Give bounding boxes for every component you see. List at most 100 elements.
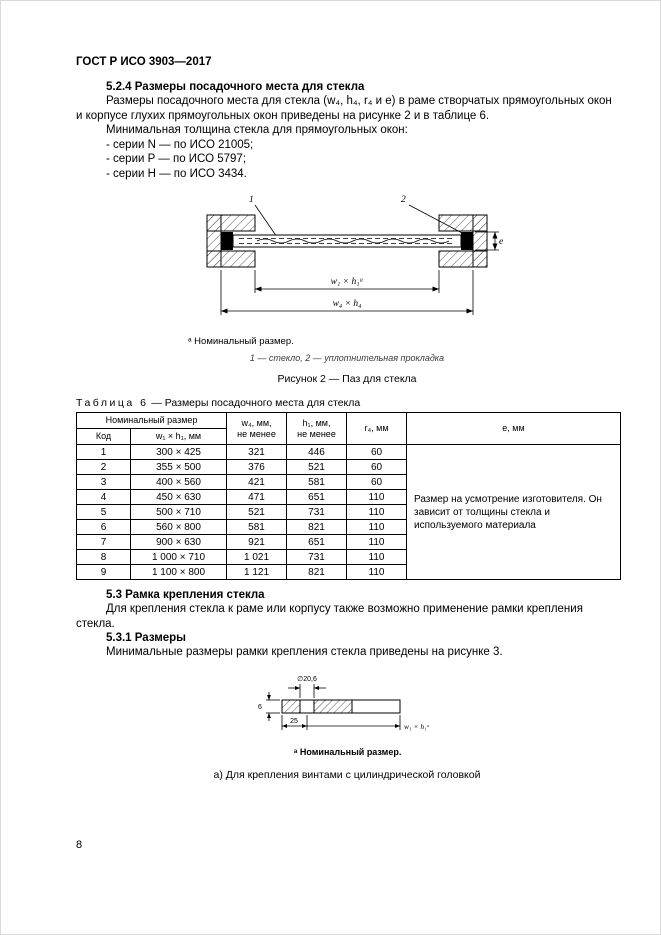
- cell-r4: 60: [346, 444, 407, 460]
- cell-w1h1: 1 000 × 710: [130, 549, 227, 565]
- fig3-dim-w1h1: w₁ × h₁ᵃ: [307, 714, 430, 731]
- fig3-dim-thickness: 6: [258, 691, 280, 721]
- svg-text:w₁ × h₁ᵃ: w₁ × h₁ᵃ: [331, 277, 364, 287]
- th-w1h1: w₁ × h₁, мм: [130, 428, 227, 445]
- cell-w4: 1 021: [226, 549, 287, 565]
- section-5-2-4-title: 5.2.4 Размеры посадочного места для стек…: [106, 81, 365, 93]
- cell-r4: 110: [346, 504, 407, 520]
- section-5-3-title: 5.3 Рамка крепления стекла: [106, 589, 265, 601]
- cell-h1: 821: [286, 564, 347, 580]
- th-nominal-size: Номинальный размер: [76, 412, 227, 429]
- svg-text:6: 6: [258, 704, 262, 711]
- cell-w4: 421: [226, 474, 287, 490]
- cell-kod: 9: [76, 564, 131, 580]
- cell-kod: 3: [76, 474, 131, 490]
- doc-header: ГОСТ Р ИСО 3903—2017: [76, 56, 212, 68]
- paragraph-frame-fixing: Для крепления стекла к раме или корпусу …: [76, 603, 583, 630]
- svg-text:25: 25: [290, 718, 298, 725]
- figure-2-caption: Рисунок 2 — Паз для стекла: [277, 373, 417, 385]
- cell-w1h1: 560 × 800: [130, 519, 227, 535]
- cell-w1h1: 400 × 560: [130, 474, 227, 490]
- paragraph-glass-seat: Размеры посадочного места для стекла (w₄…: [76, 95, 612, 122]
- cell-w4: 376: [226, 459, 287, 475]
- fig2-dim-w4h4: w₄ × h₄: [220, 270, 474, 315]
- page-number: 8: [76, 839, 83, 851]
- fig3-strip: [281, 699, 401, 713]
- fig2-dim-w1h1: w₁ × h₁ᵃ: [254, 270, 440, 293]
- list-item-series-h: - серии H — по ИСО 3434.: [106, 167, 247, 180]
- fig2-leader-1-line: [254, 204, 278, 238]
- th-h1: h₁, мм, не менее: [286, 412, 347, 445]
- figure-3: ∅20,6 6 25 w₁ × h₁ᵃ: [76, 670, 618, 747]
- cell-w1h1: 900 × 630: [130, 534, 227, 550]
- cell-kod: 6: [76, 519, 131, 535]
- cell-w4: 471: [226, 489, 287, 505]
- cell-w1h1: 355 × 500: [130, 459, 227, 475]
- figure-3-footnote: ᵃ Номинальный размер.: [294, 746, 402, 757]
- cell-kod: 7: [76, 534, 131, 550]
- fig2-glass: [232, 234, 462, 248]
- fig2-frame-left: [206, 214, 256, 268]
- figure-2-drawing: 1 2: [206, 195, 503, 315]
- cell-w4: 921: [226, 534, 287, 550]
- list-item-series-n: - серии N — по ИСО 21005;: [106, 138, 254, 151]
- fig2-leader-1-label: 1: [249, 195, 254, 205]
- table-caption: Таблица 6 — Размеры посадочного места дл…: [76, 397, 618, 409]
- cell-r4: 60: [346, 459, 407, 475]
- cell-r4: 110: [346, 519, 407, 535]
- cell-w1h1: 1 100 × 800: [130, 564, 227, 580]
- cell-w4: 581: [226, 519, 287, 535]
- paragraph-min-frame-sizes: Минимальные размеры рамки крепления стек…: [106, 646, 503, 658]
- cell-h1: 821: [286, 519, 347, 535]
- cell-kod: 8: [76, 549, 131, 565]
- table-6: Номинальный размер w₄, мм, не менее h₁, …: [76, 412, 621, 580]
- cell-r4: 110: [346, 564, 407, 580]
- cell-r4: 110: [346, 489, 407, 505]
- table-6-header: Номинальный размер w₄, мм, не менее h₁, …: [76, 412, 621, 445]
- cell-w4: 1 121: [226, 564, 287, 580]
- fig2-gasket-right: [461, 232, 473, 250]
- figure-2-legend: 1 — стекло, 2 — уплотнительная прокладка: [249, 353, 445, 363]
- cell-h1: 581: [286, 474, 347, 490]
- cell-kod: 2: [76, 459, 131, 475]
- fig2-dim-e: е: [475, 231, 503, 251]
- cell-w1h1: 500 × 710: [130, 504, 227, 520]
- svg-text:w₁ × h₁ᵃ: w₁ × h₁ᵃ: [404, 722, 430, 731]
- fig2-frame-right: [438, 214, 488, 268]
- cell-h1: 731: [286, 549, 347, 565]
- th-r4: r₄, мм: [346, 412, 407, 445]
- table-caption-label: Таблица 6: [76, 397, 149, 409]
- cell-h1: 446: [286, 444, 347, 460]
- list-item-series-p: - серии P — по ИСО 5797;: [106, 153, 247, 165]
- cell-h1: 651: [286, 489, 347, 505]
- cell-kod: 1: [76, 444, 131, 460]
- cell-w4: 321: [226, 444, 287, 460]
- figure-3-drawing: ∅20,6 6 25 w₁ × h₁ᵃ: [258, 676, 430, 731]
- section-5-3-1-title: 5.3.1 Размеры: [106, 632, 187, 644]
- cell-kod: 5: [76, 504, 131, 520]
- cell-w4: 521: [226, 504, 287, 520]
- fig2-leader-2-label: 2: [401, 195, 406, 205]
- figure-2: 1 2: [76, 191, 618, 334]
- paragraph-min-thickness: Минимальная толщина стекла для прямоугол…: [106, 124, 408, 136]
- svg-text:∅20,6: ∅20,6: [297, 676, 317, 683]
- cell-h1: 521: [286, 459, 347, 475]
- cell-w1h1: 450 × 630: [130, 489, 227, 505]
- cell-r4: 110: [346, 549, 407, 565]
- svg-text:w₄ × h₄: w₄ × h₄: [333, 299, 362, 309]
- cell-h1: 731: [286, 504, 347, 520]
- fig3-dim-diameter: ∅20,6: [288, 676, 326, 698]
- cell-e-note: Размер на усмотрение изготовителя. Он за…: [406, 444, 621, 580]
- figure-3-caption: а) Для крепления винтами с цилиндрическо…: [213, 768, 481, 781]
- fig2-break-line: [256, 238, 450, 244]
- cell-r4: 60: [346, 474, 407, 490]
- fig3-dim-25: 25: [281, 714, 308, 730]
